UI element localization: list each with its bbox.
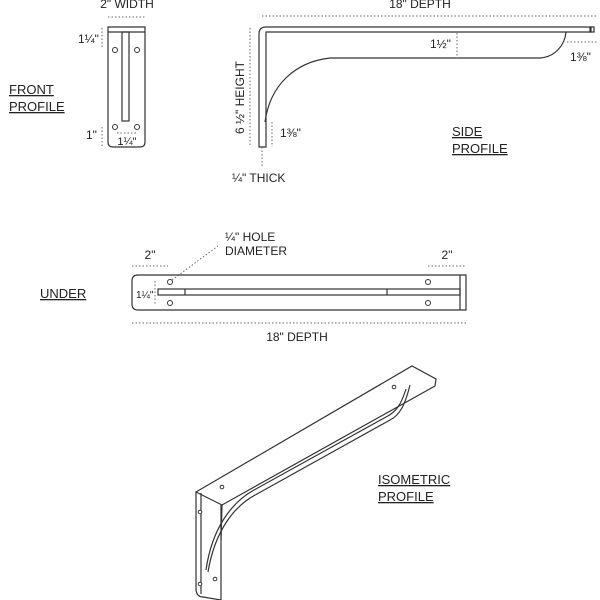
- front-label-1: FRONT: [9, 82, 54, 97]
- side-profile: 18" DEPTH 6 ½" HEIGHT 1½" 1⅜" 1⅜" ¼" THI…: [232, 0, 598, 185]
- iso-curve-inner: [205, 388, 407, 571]
- under-hole-spacing: 1¼": [136, 289, 154, 301]
- front-width-dim: 2" WIDTH: [100, 0, 154, 11]
- hole-label-2: DIAMETER: [225, 244, 287, 258]
- side-bracket-outline: [258, 26, 592, 148]
- side-curve: [264, 31, 567, 123]
- front-label-2: PROFILE: [9, 99, 65, 114]
- side-arm-dim: 1½": [430, 37, 451, 51]
- side-depth-dim: 18" DEPTH: [389, 0, 451, 11]
- iso-curve-outer: [207, 384, 411, 573]
- iso-top-arm: [194, 365, 437, 506]
- isometric-view: ISOMETRIC PROFILE: [194, 365, 450, 600]
- iso-label-2: PROFILE: [378, 489, 434, 504]
- front-slot: [121, 31, 130, 122]
- side-tip-dim: 1⅜": [570, 50, 591, 64]
- under-depth-dim: 18" DEPTH: [266, 330, 328, 344]
- under-plate: [131, 274, 467, 311]
- side-label-2: PROFILE: [452, 141, 508, 156]
- side-foot-dim: 1⅜": [280, 126, 301, 140]
- side-label-1: SIDE: [452, 124, 483, 139]
- under-right-offset: 2": [442, 248, 453, 262]
- hole-label-1: ¼" HOLE: [225, 230, 275, 244]
- front-bottom-offset: 1": [86, 128, 97, 142]
- front-top-offset: 1¼": [78, 32, 99, 46]
- under-left-offset: 2": [145, 248, 156, 262]
- front-plate: [107, 26, 146, 148]
- iso-label-1: ISOMETRIC: [378, 472, 450, 487]
- side-thick-dim: ¼" THICK: [232, 171, 285, 185]
- under-label: UNDER: [40, 286, 86, 301]
- front-hole-spacing: 1¼": [117, 136, 136, 148]
- iso-vertical-plate: [195, 492, 222, 600]
- under-view: UNDER ¼" HOLE DIAMETER 2" 2" 1¼" 18" DEP…: [40, 230, 467, 344]
- under-slot: [157, 288, 461, 296]
- front-profile: FRONT PROFILE 2" WIDTH 1¼" 1" 1¼": [9, 0, 154, 148]
- side-height-dim: 6 ½" HEIGHT: [233, 60, 247, 134]
